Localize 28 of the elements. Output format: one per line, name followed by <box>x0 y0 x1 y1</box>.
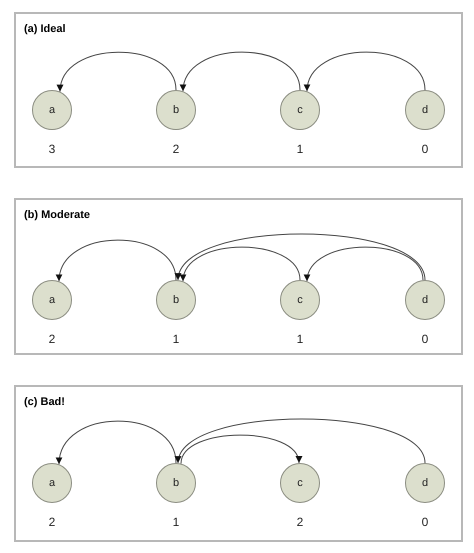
panel-frame <box>14 198 463 355</box>
node-value: 0 <box>420 331 430 348</box>
panel-frame <box>14 12 463 168</box>
node-value: 1 <box>172 331 180 348</box>
arrow <box>176 234 426 281</box>
arrow <box>177 418 426 464</box>
node-value: 2 <box>48 331 56 348</box>
panel-title: (a) Ideal <box>24 22 66 37</box>
node-value: 3 <box>48 141 56 158</box>
arrow <box>180 52 300 92</box>
panel-title: (c) Bad! <box>24 395 65 410</box>
node-value: 2 <box>296 514 304 531</box>
arrow <box>305 246 424 282</box>
arrow <box>304 52 426 92</box>
node-value: 1 <box>296 331 304 348</box>
arrow <box>180 434 301 464</box>
node-value: 2 <box>172 141 180 158</box>
node-value: 1 <box>296 141 304 158</box>
arrow <box>58 52 176 92</box>
node-value: 1 <box>172 514 180 531</box>
node-value: 2 <box>48 514 56 531</box>
node-value: 0 <box>420 514 430 531</box>
arrow <box>56 420 176 465</box>
node-value: 0 <box>420 141 430 158</box>
panel-title: (b) Moderate <box>24 208 90 223</box>
arrow <box>56 240 176 282</box>
arrow <box>181 246 300 282</box>
panel-frame <box>14 385 463 542</box>
